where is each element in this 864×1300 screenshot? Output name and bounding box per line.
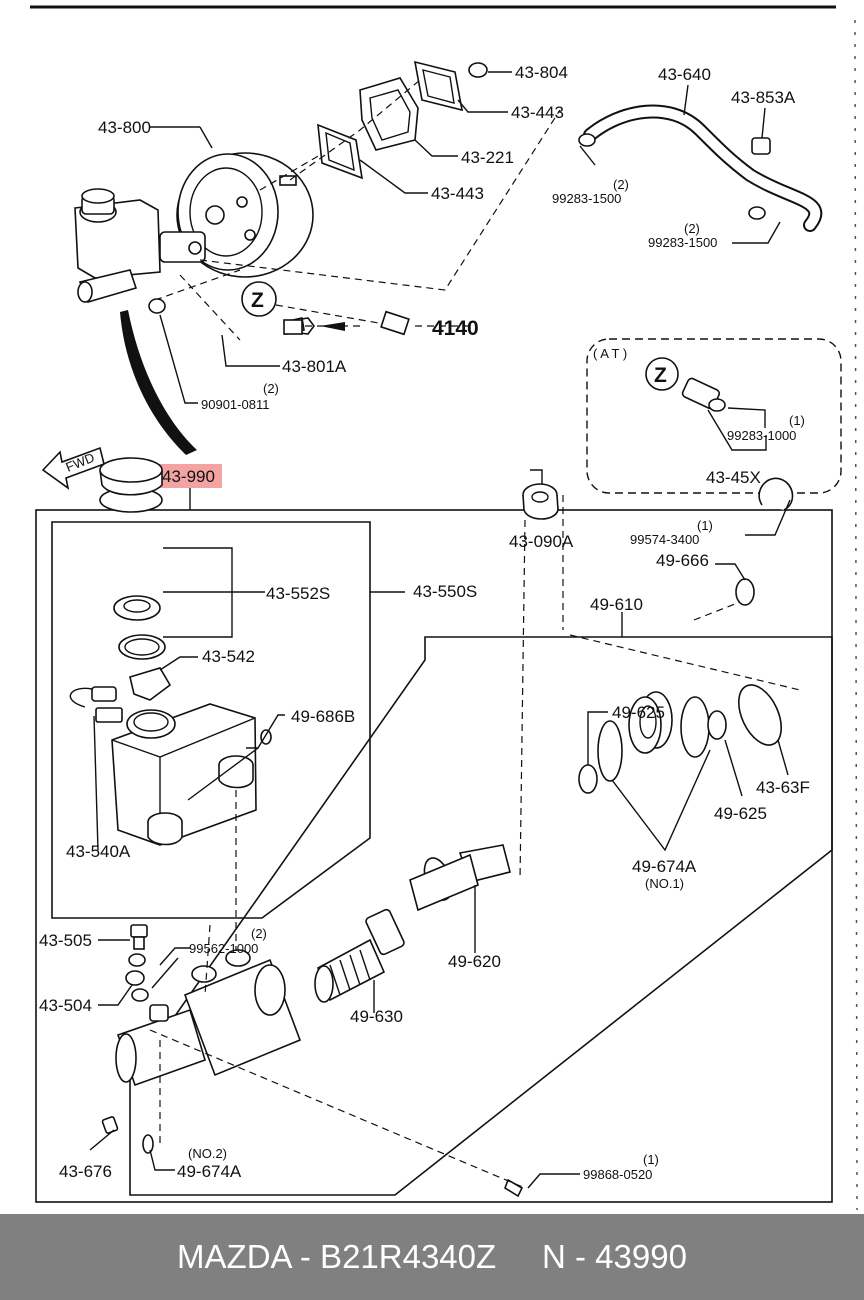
part-number-footer: MAZDA - B21R4340Z N - 43990 xyxy=(0,1214,864,1300)
label-99868-0520: 99868-0520 xyxy=(583,1167,652,1182)
label-99283-1000-qty: (1) xyxy=(789,413,805,428)
label-43-540a: 43-540A xyxy=(66,842,131,861)
level-sensor-plug xyxy=(69,686,123,723)
piston-kit-frame xyxy=(129,636,833,1196)
label-99562-1000: 99562-1000 xyxy=(189,941,258,956)
label-99283-1500-a-qty: (2) xyxy=(613,177,629,192)
screw-99868 xyxy=(504,1178,524,1198)
clamp-upper xyxy=(578,133,596,147)
label-49-674a: 49-674A xyxy=(632,857,697,876)
snap-ring-99574 xyxy=(758,477,794,511)
label-43-504: 43-504 xyxy=(39,996,92,1015)
label-43-804: 43-804 xyxy=(515,63,568,82)
label-43-63f: 43-63F xyxy=(756,778,810,797)
label-49-686b: 49-686B xyxy=(291,707,355,726)
label-99562-qty: (2) xyxy=(251,926,267,941)
connector-piece xyxy=(380,310,410,336)
label-43-443-upper: 43-443 xyxy=(511,103,564,122)
bolt-43-676 xyxy=(101,1116,119,1134)
clip-block xyxy=(283,319,303,335)
grommet-1 xyxy=(218,755,254,789)
label-99283-1000: 99283-1000 xyxy=(727,428,796,443)
cap-seal-ring xyxy=(118,634,166,660)
gasket-43-443-lower xyxy=(317,123,364,180)
label-43-801a: 43-801A xyxy=(282,357,347,376)
label-4140: 4140 xyxy=(432,317,479,340)
nut-43-804 xyxy=(468,62,488,78)
label-43-676: 43-676 xyxy=(59,1162,112,1181)
label-99283-1500-b-qty: (2) xyxy=(684,221,700,236)
label-49-674a-no1: (NO.1) xyxy=(645,876,684,891)
reservoir-43-540a xyxy=(111,703,272,846)
label-49-620: 49-620 xyxy=(448,952,501,971)
grommet-43-090a xyxy=(522,483,559,520)
check-valve-43-853a xyxy=(751,137,771,155)
reservoir-subframe xyxy=(51,521,371,919)
label-99283-1500-b: 99283-1500 xyxy=(648,235,717,250)
seal-49-674a-a xyxy=(680,696,710,758)
washer-49-666 xyxy=(735,578,755,606)
grommet-2 xyxy=(147,812,183,846)
nut-90901 xyxy=(148,298,166,314)
strainer-43-542 xyxy=(129,667,172,701)
label-43-640: 43-640 xyxy=(658,65,711,84)
bolt-43-505 xyxy=(130,924,148,950)
footer-text: MAZDA - B21R4340Z N - 43990 xyxy=(177,1238,687,1275)
ref-circle-z xyxy=(241,281,277,317)
gasket-43-443-upper xyxy=(413,60,464,112)
label-99574-qty: (1) xyxy=(697,518,713,533)
label-43-443-lower: 43-443 xyxy=(431,184,484,203)
seal-49-674a-b xyxy=(597,720,623,782)
label-90901-qty: (2) xyxy=(263,381,279,396)
label-at: ( A T ) xyxy=(593,346,627,361)
label-43-45x: 43-45X xyxy=(706,468,761,487)
ref-z-label: Z xyxy=(251,289,264,312)
label-99283-1500-a: 99283-1500 xyxy=(552,191,621,206)
clamp-lower xyxy=(748,206,766,220)
label-43-542: 43-542 xyxy=(202,647,255,666)
cap-diaphragm xyxy=(113,595,161,621)
washer-49-625-a xyxy=(578,764,598,794)
pointer-arrow xyxy=(120,310,197,455)
label-49-674a-no2: (NO.2) xyxy=(188,1146,227,1161)
highlight-part-label: 43-990 xyxy=(162,467,215,486)
at-hose-fitting xyxy=(681,377,726,412)
label-43-552s: 43-552S xyxy=(266,584,330,603)
parts-diagram: Z FWD Z xyxy=(30,5,858,1211)
spring-49-630 xyxy=(314,908,405,1003)
scan-edge xyxy=(854,19,858,1211)
label-43-221: 43-221 xyxy=(461,148,514,167)
at-variant-box xyxy=(586,338,842,494)
label-49-625-a: 49-625 xyxy=(612,703,665,722)
master-cylinder-upper xyxy=(74,188,206,303)
label-43-800: 43-800 xyxy=(98,118,151,137)
label-43-505: 43-505 xyxy=(39,931,92,950)
oring-43-63f xyxy=(738,684,782,746)
at-ref-z-label: Z xyxy=(654,364,667,387)
reservoir-cap xyxy=(99,457,163,513)
label-49-625-b: 49-625 xyxy=(714,804,767,823)
label-49-630: 49-630 xyxy=(350,1007,403,1026)
label-49-666: 49-666 xyxy=(656,551,709,570)
label-43-090a: 43-090A xyxy=(509,532,574,551)
label-99868-qty: (1) xyxy=(643,1152,659,1167)
label-90901-0811: 90901-0811 xyxy=(201,397,269,412)
label-43-550s: 43-550S xyxy=(413,582,477,601)
label-49-674a-2: 49-674A xyxy=(177,1162,242,1181)
washer-99562 xyxy=(128,953,149,1002)
label-99574-3400: 99574-3400 xyxy=(630,532,699,547)
secondary-piston-cup xyxy=(628,691,673,754)
fwd-arrow-icon xyxy=(41,446,105,490)
fitting-43-504 xyxy=(125,970,145,986)
assembly-frame xyxy=(35,509,833,1203)
label-49-610: 49-610 xyxy=(590,595,643,614)
washer-49-625-b xyxy=(707,710,727,740)
oring-no2 xyxy=(142,1134,154,1154)
primary-piston-49-620 xyxy=(409,844,511,912)
highlight-tag-bg xyxy=(158,464,222,488)
at-ref-circle-z xyxy=(645,357,679,391)
master-cylinder-body xyxy=(115,949,302,1087)
label-43-853a: 43-853A xyxy=(731,88,796,107)
